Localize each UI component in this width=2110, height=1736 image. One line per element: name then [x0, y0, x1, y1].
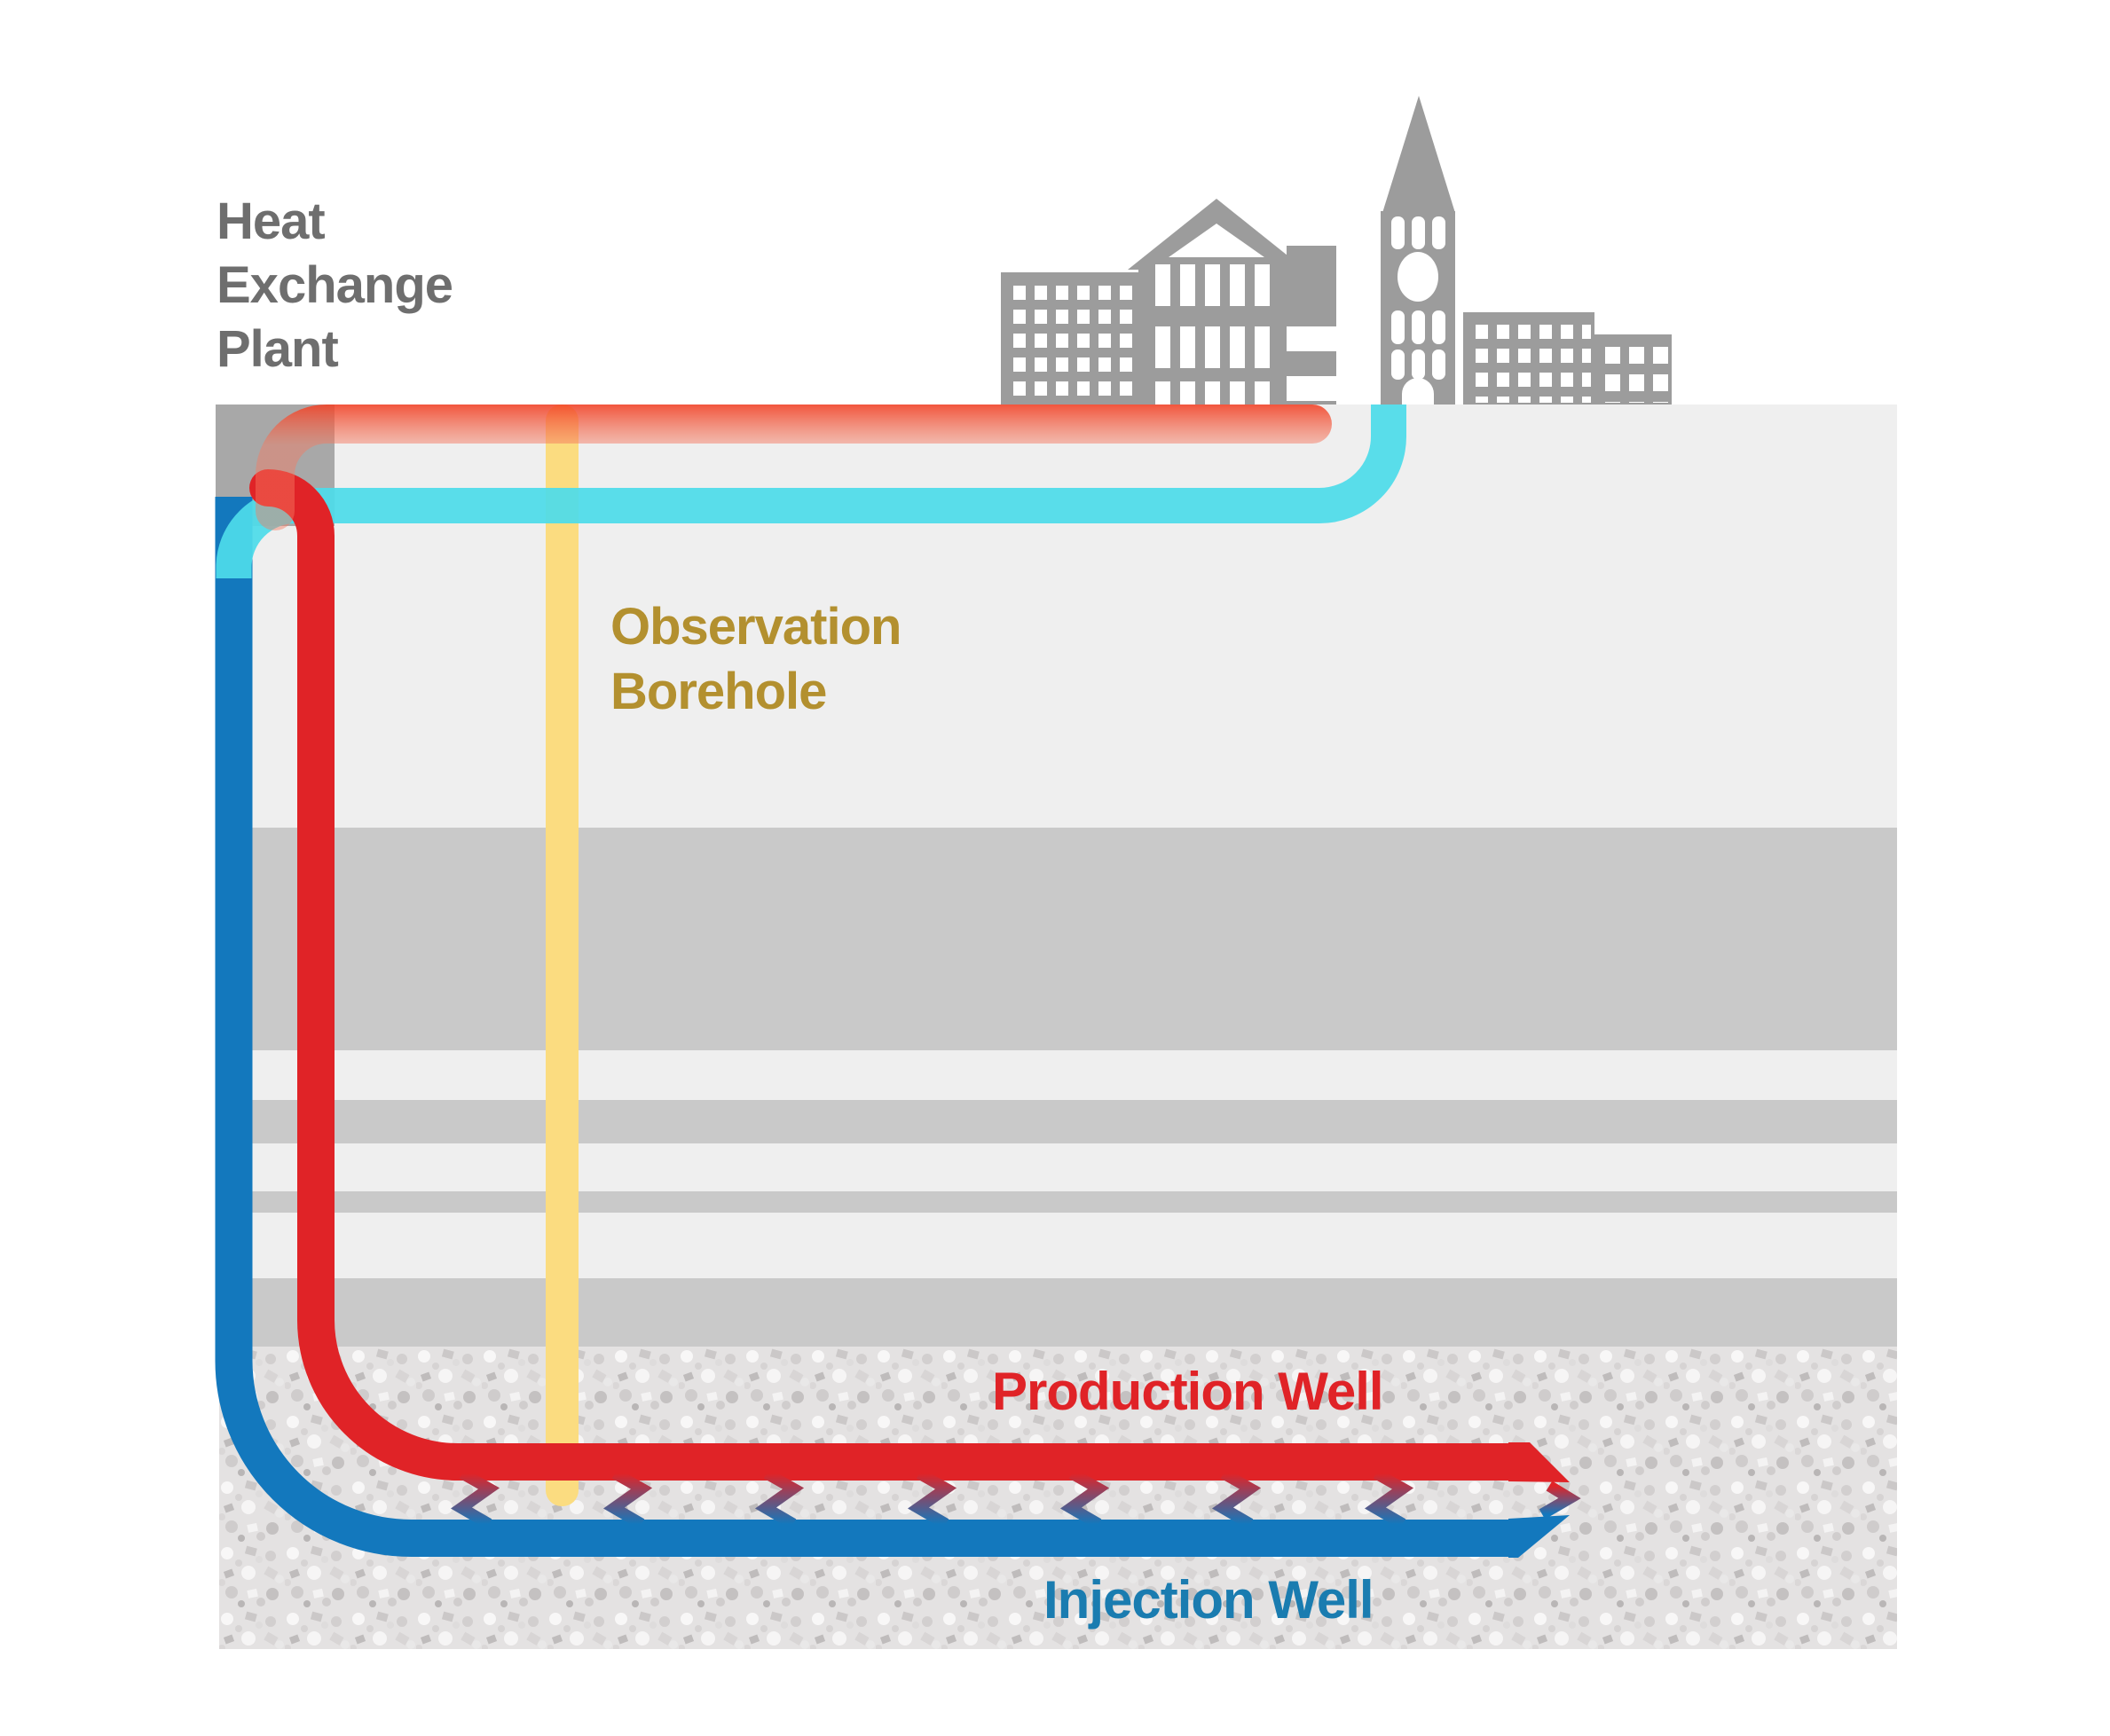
- observation-borehole-line: [546, 405, 579, 1506]
- observation-borehole-label: Observation Borehole: [610, 594, 901, 724]
- injection-well-label: Injection Well: [1043, 1570, 1374, 1630]
- heat-transfer-arrows: [461, 1473, 1581, 1524]
- heat-transfer-arrow-end: [1539, 1481, 1581, 1520]
- apartment-building-icon: [1463, 312, 1594, 405]
- church-tower-icon: [1381, 96, 1455, 405]
- hot-water-surface-pipe: [256, 405, 1332, 530]
- rock-band-3: [219, 1191, 1897, 1213]
- observation-label-line2: Borehole: [610, 663, 827, 720]
- city-skyline-icon: [1001, 96, 1672, 405]
- production-well-pipe: [249, 469, 1570, 1482]
- rock-band-2: [219, 1100, 1897, 1143]
- injection-pipe-tip: [1508, 1515, 1570, 1558]
- production-well-label: Production Well: [992, 1362, 1384, 1421]
- plant-label-line1: Heat: [217, 192, 326, 250]
- observation-label-line1: Observation: [610, 598, 901, 656]
- production-pipe-tip: [1508, 1442, 1570, 1482]
- office-building-icon: [1001, 272, 1146, 405]
- cold-water-surface-pipe: [216, 405, 1406, 578]
- granite-reservoir-layer: [219, 1347, 1897, 1649]
- rock-band-1: [219, 828, 1897, 1050]
- plant-label-line2: Exchange: [217, 256, 453, 314]
- plant-label-line3: Plant: [217, 320, 339, 378]
- gabled-building-icon: [1128, 199, 1336, 405]
- rock-band-4: [219, 1278, 1897, 1347]
- underground-strata: [219, 405, 1897, 1649]
- injection-well-pipe: [215, 497, 1570, 1558]
- heat-exchange-plant-label: Heat Exchange Plant: [217, 190, 453, 381]
- low-building-icon: [1594, 334, 1672, 405]
